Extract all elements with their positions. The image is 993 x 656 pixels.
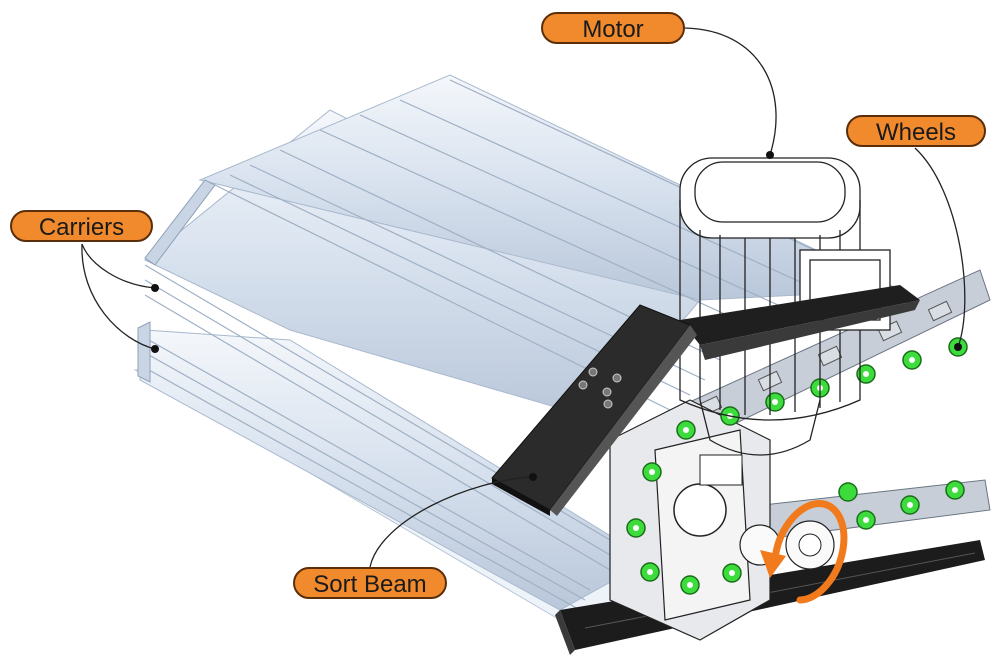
wheels-callout: Wheels	[846, 115, 986, 147]
sort-beam	[491, 304, 697, 516]
carriers-bed	[133, 74, 901, 621]
leader-lines	[81, 27, 966, 568]
motor-mount-plate	[680, 285, 920, 345]
carriers-callout: Carriers	[10, 210, 153, 242]
circular-arrow-icon	[760, 500, 848, 604]
anchor-dots	[151, 151, 962, 481]
motor-callout: Motor	[541, 12, 685, 44]
sort-beam-callout: Sort Beam	[293, 567, 447, 599]
